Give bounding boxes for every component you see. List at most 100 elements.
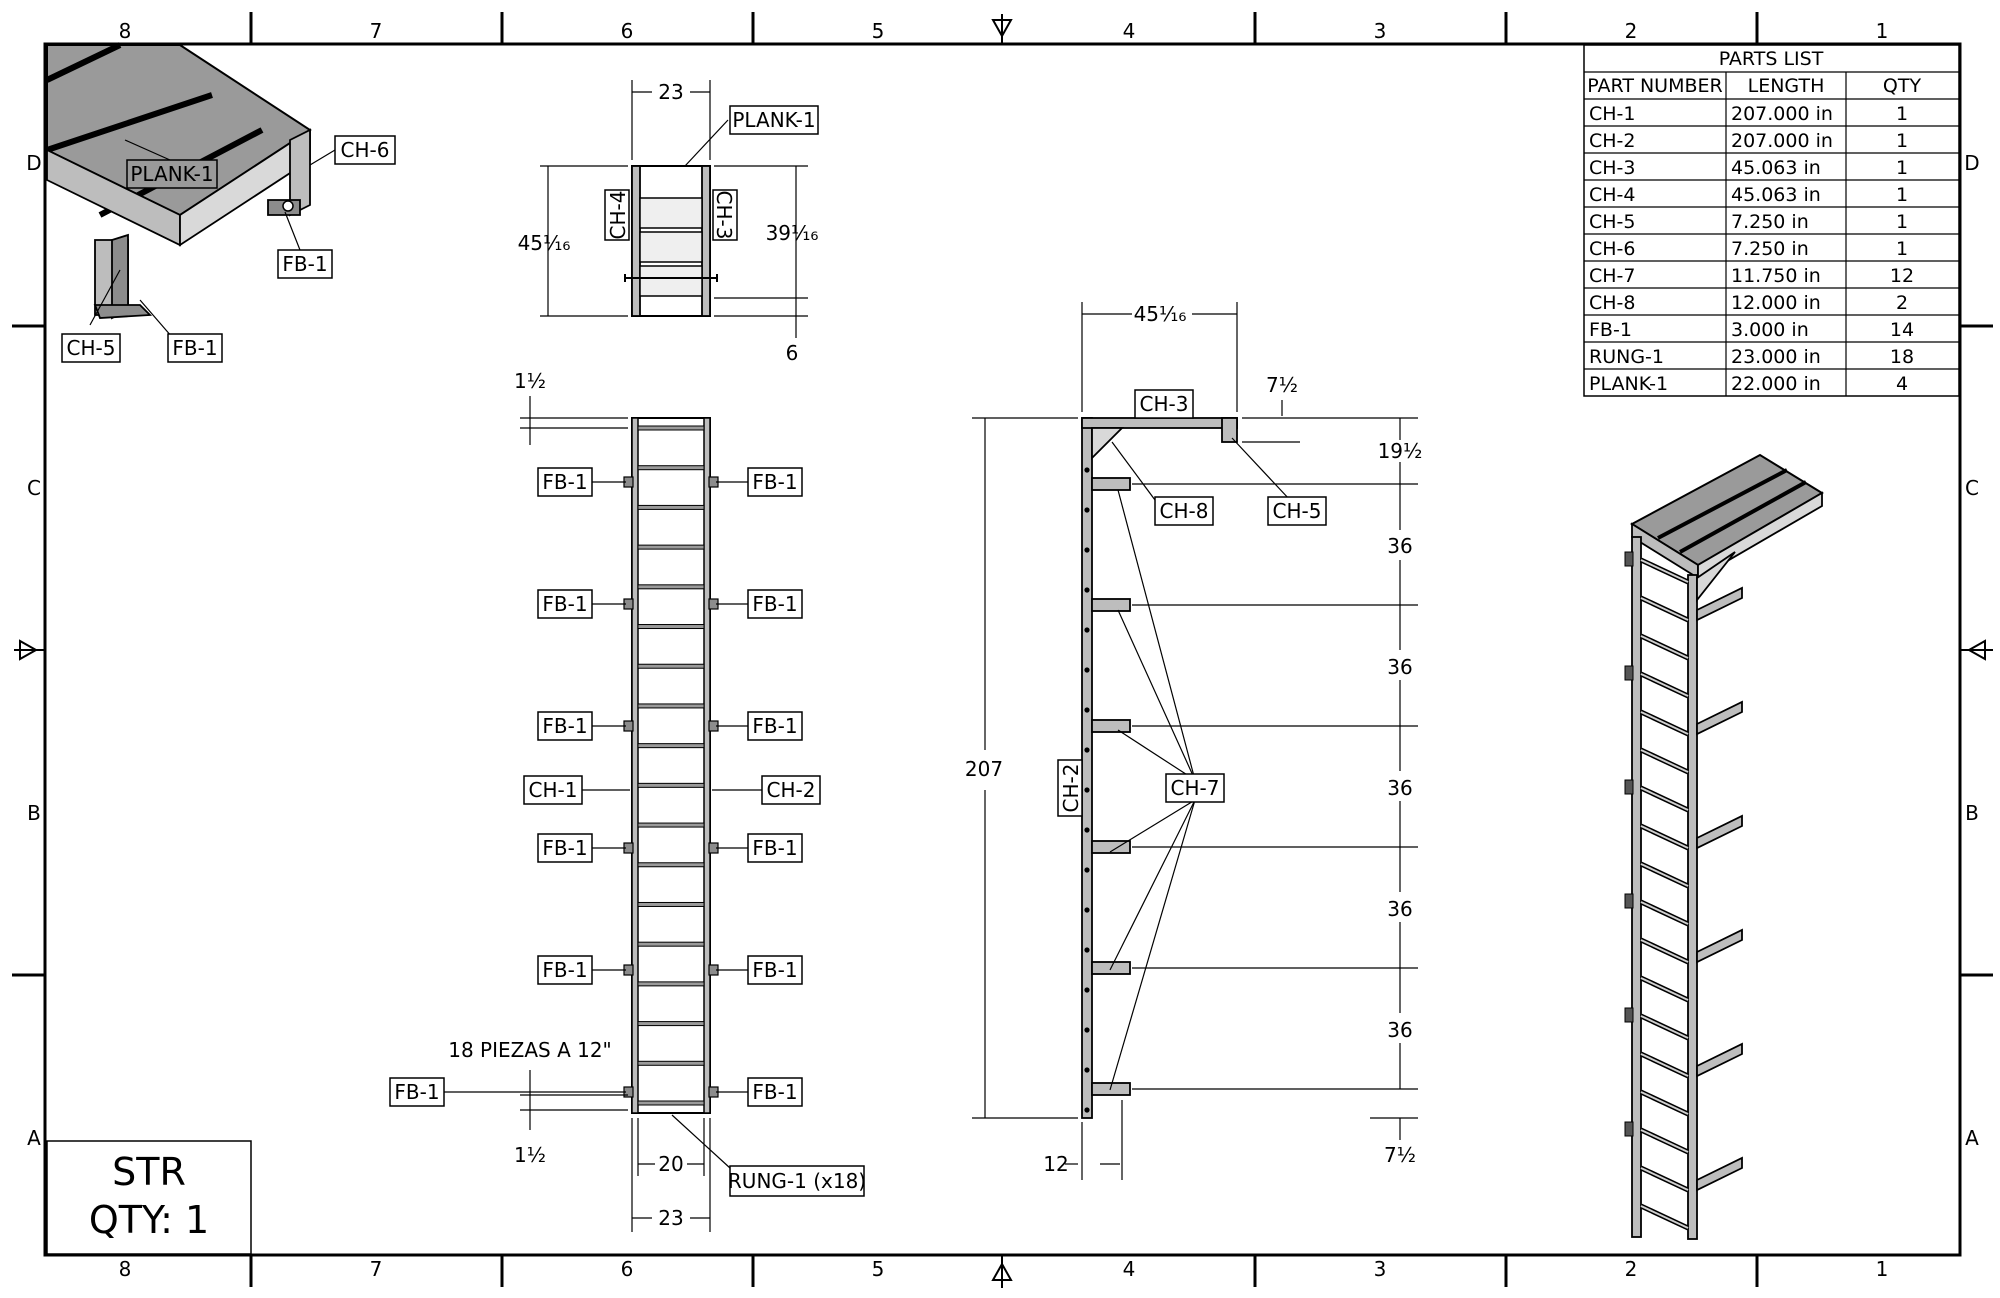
bolt-hole xyxy=(1084,667,1090,673)
iso-rungs xyxy=(1624,551,1743,1231)
standoff-bracket xyxy=(1091,477,1131,491)
parts-list-header-part-number: PART NUMBER xyxy=(1587,75,1722,97)
parts-list-qty: 18 xyxy=(1890,346,1914,368)
rung xyxy=(637,981,705,987)
iso-rung-highlight xyxy=(1640,711,1689,735)
label-fb-1-front-l4: FB-1 xyxy=(542,836,587,860)
iso-standoff-bracket xyxy=(1696,1042,1743,1078)
dim-front-inner: 20 xyxy=(658,1152,683,1176)
parts-list-part-number: CH-2 xyxy=(1589,130,1636,152)
rung xyxy=(637,1060,705,1066)
zone-col-7-top: 7 xyxy=(370,19,383,43)
label-ch-5-iso: CH-5 xyxy=(67,336,116,360)
parts-list-length: 45.063 in xyxy=(1731,184,1821,206)
iso-standoff-bracket xyxy=(1696,700,1743,736)
parts-list-part-number: RUNG-1 xyxy=(1589,346,1664,368)
iso-rung-highlight xyxy=(1640,1205,1689,1229)
iso-rung-highlight xyxy=(1640,1091,1689,1115)
iso-rung-highlight xyxy=(1640,901,1689,925)
zone-col-5-bottom: 5 xyxy=(872,1257,885,1281)
rung xyxy=(637,743,705,749)
bolt-hole xyxy=(1084,947,1090,953)
bolt-hole xyxy=(1084,987,1090,993)
label-fb-1-front-l2: FB-1 xyxy=(542,592,587,616)
bolt-hole xyxy=(1084,867,1090,873)
front-view-labels: 1½ 1½ 20 23 18 PIEZAS A 12" FB-1 FB-1 FB… xyxy=(389,369,866,1230)
dim-side-pitch-3: 36 xyxy=(1387,776,1412,800)
standoff-bracket xyxy=(1091,719,1131,733)
parts-list-part-number: CH-1 xyxy=(1589,103,1636,125)
parts-list-part-number: CH-4 xyxy=(1589,184,1636,206)
dim-side-pitch-1: 36 xyxy=(1387,534,1412,558)
iso-rung-highlight xyxy=(1640,635,1689,659)
zone-col-2-top: 2 xyxy=(1625,19,1638,43)
parts-list-title: PARTS LIST xyxy=(1719,48,1824,70)
parts-list-length: 45.063 in xyxy=(1731,157,1821,179)
parts-list-length: 207.000 in xyxy=(1731,130,1833,152)
label-fb-1-iso-b: FB-1 xyxy=(172,336,217,360)
side-standoff-brackets xyxy=(1084,467,1131,1113)
standoff-bracket xyxy=(1091,598,1131,612)
bolt-hole xyxy=(1084,547,1090,553)
title-quantity: QTY: 1 xyxy=(89,1198,209,1242)
zone-row-a-left: A xyxy=(27,1126,41,1150)
bolt-hole xyxy=(1084,787,1090,793)
rung xyxy=(637,544,705,550)
zone-col-8-top: 8 xyxy=(119,19,132,43)
parts-list-header-qty: QTY xyxy=(1883,75,1922,97)
parts-list-length: 207.000 in xyxy=(1731,103,1833,125)
rung xyxy=(637,901,705,907)
bolt-hole xyxy=(1084,747,1090,753)
label-ch-6-iso: CH-6 xyxy=(341,138,390,162)
bolt-hole xyxy=(1084,1067,1090,1073)
rung xyxy=(637,504,705,510)
parts-list-length: 22.000 in xyxy=(1731,373,1821,395)
standoff-bracket xyxy=(1091,1082,1131,1096)
iso-rung-highlight xyxy=(1640,939,1689,963)
dim-side-first: 19½ xyxy=(1378,439,1423,463)
bolt-hole xyxy=(1084,467,1090,473)
parts-list-part-number: CH-7 xyxy=(1589,265,1636,287)
parts-list-length: 11.750 in xyxy=(1731,265,1821,287)
zone-col-8-bottom: 8 xyxy=(119,1257,132,1281)
iso-standoff-bracket xyxy=(1696,586,1743,622)
rung xyxy=(637,584,705,590)
label-fb-1-iso-a: FB-1 xyxy=(282,252,327,276)
label-fb-1-front-l5: FB-1 xyxy=(542,958,587,982)
parts-list-qty: 1 xyxy=(1896,238,1908,260)
iso-rung-highlight xyxy=(1640,787,1689,811)
top-plan-view xyxy=(624,165,718,317)
parts-list-length: 7.250 in xyxy=(1731,238,1809,260)
parts-list-qty: 14 xyxy=(1890,319,1914,341)
bolt-hole xyxy=(1084,507,1090,513)
rung xyxy=(637,663,705,669)
zone-col-6-top: 6 xyxy=(621,19,634,43)
zone-col-2-bottom: 2 xyxy=(1625,1257,1638,1281)
iso-rung-highlight xyxy=(1640,863,1689,887)
dim-front-bottom: 1½ xyxy=(514,1143,546,1167)
bolt-hole xyxy=(1084,1027,1090,1033)
parts-list-qty: 1 xyxy=(1896,130,1908,152)
dim-side-height: 207 xyxy=(965,757,1003,781)
zone-row-c-right: C xyxy=(1965,476,1979,500)
dim-side-pitch-5: 36 xyxy=(1387,1018,1412,1042)
parts-list-part-number: PLANK-1 xyxy=(1589,373,1668,395)
label-ch-3-top: CH-3 xyxy=(712,191,736,240)
dimension-lines xyxy=(520,80,1418,1232)
iso-rung-highlight xyxy=(1640,749,1689,773)
label-ch-2-side: CH-2 xyxy=(1059,764,1083,813)
front-elevation-view xyxy=(623,417,719,1114)
bolt-hole xyxy=(1084,907,1090,913)
dim-front-width: 23 xyxy=(658,1206,683,1230)
rung xyxy=(637,862,705,868)
parts-list-length: 23.000 in xyxy=(1731,346,1821,368)
parts-list-qty: 2 xyxy=(1896,292,1908,314)
label-fb-1-front-r5: FB-1 xyxy=(752,958,797,982)
parts-list-qty: 4 xyxy=(1896,373,1908,395)
title-part-name: STR xyxy=(112,1150,186,1194)
iso-rung-highlight xyxy=(1640,673,1689,697)
dim-top-height: 45¹⁄₁₆ xyxy=(518,231,571,255)
zone-row-b-left: B xyxy=(27,801,41,825)
